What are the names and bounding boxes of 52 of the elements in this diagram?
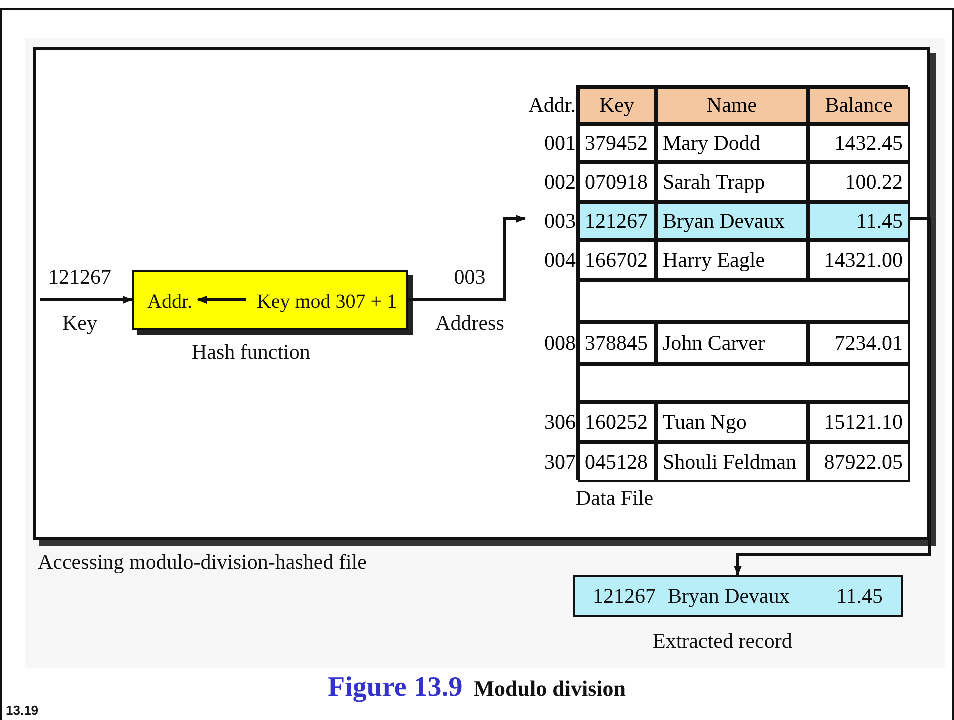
table-cell: 7234.01 [808, 322, 910, 364]
record-field: Bryan Devaux [656, 584, 837, 608]
arrow [734, 218, 932, 576]
table-cell: Shouli Feldman [656, 442, 808, 482]
address-label: 002 [544, 168, 577, 196]
formula-text: Addr. [140, 284, 200, 320]
empty-record-row [578, 364, 910, 402]
table-cell: 160252 [578, 402, 656, 442]
table-cell: Bryan Devaux [656, 202, 808, 240]
column-header: Name [656, 87, 808, 124]
table-cell: 15121.10 [808, 402, 910, 442]
address-label: 307 [544, 448, 577, 476]
table-cell: 070918 [578, 162, 656, 202]
address-label: 004 [544, 246, 577, 274]
note-text: Accessing modulo-division-hashed file [38, 550, 367, 575]
table-cell: Tuan Ngo [656, 402, 808, 442]
figure-title: Figure 13.9 Modulo division [326, 672, 628, 704]
table-cell: 166702 [578, 240, 656, 280]
formula-text: Key mod 307 + 1 [248, 284, 406, 320]
extracted-record-box [573, 575, 903, 617]
address-label: 008 [544, 330, 577, 356]
record-field: 11.45 [836, 584, 883, 608]
address-label: Addr. [528, 92, 577, 119]
arrow [408, 215, 526, 302]
column-header: Key [578, 87, 656, 124]
table-cell: 100.22 [808, 162, 910, 202]
table-cell: 378845 [578, 322, 656, 364]
table-cell: 379452 [578, 124, 656, 162]
table-cell: 11.45 [808, 202, 910, 240]
caption-text: Hash function [192, 340, 310, 365]
record-field: 121267 [593, 584, 656, 608]
empty-record-row [578, 280, 910, 322]
address-label: 306 [544, 408, 577, 436]
caption-text: Data File [576, 486, 654, 511]
address-label: 003 [544, 208, 577, 234]
edge-label: 121267 Key [48, 264, 112, 337]
table-cell: Mary Dodd [656, 124, 808, 162]
edge-label: 003 Address [434, 264, 506, 337]
address-label: 001 [544, 130, 577, 156]
page-number: 13.19 [6, 703, 39, 718]
caption-text: Extracted record [653, 629, 792, 654]
table-cell: 87922.05 [808, 442, 910, 482]
table-cell: 14321.00 [808, 240, 910, 280]
arrow [40, 296, 133, 304]
column-header: Balance [808, 87, 910, 124]
table-cell: 1432.45 [808, 124, 910, 162]
table-cell: 121267 [578, 202, 656, 240]
arrow [197, 296, 246, 304]
table-cell: Harry Eagle [656, 240, 808, 280]
table-cell: Sarah Trapp [656, 162, 808, 202]
table-cell: 045128 [578, 442, 656, 482]
table-cell: John Carver [656, 322, 808, 364]
